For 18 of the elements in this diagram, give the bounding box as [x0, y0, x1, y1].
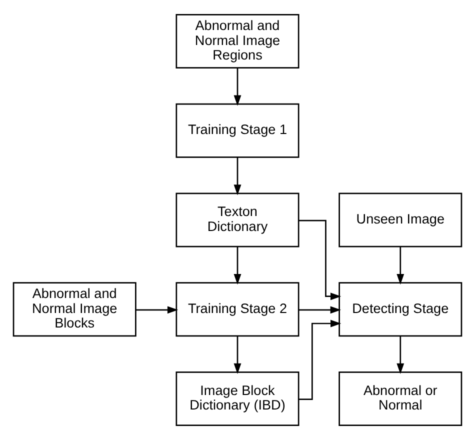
node-box: Unseen Image	[338, 192, 462, 247]
arrow	[135, 306, 178, 314]
node-box: Detecting Stage	[338, 282, 462, 336]
arrow	[233, 336, 241, 374]
arrow	[298, 219, 341, 300]
arrow	[233, 68, 241, 106]
node-box: Abnormal and Normal Image Blocks	[12, 282, 136, 336]
arrow	[298, 306, 340, 314]
node-box: Training Stage 1	[175, 102, 299, 158]
arrow	[233, 246, 241, 284]
arrow	[233, 156, 241, 195]
node-box: Abnormal or Normal	[338, 370, 462, 426]
node-box: Image Block Dictionary (IBD)	[175, 370, 299, 426]
arrow	[396, 246, 404, 284]
arrow	[396, 336, 404, 374]
node-box: Abnormal and Normal Image Regions	[175, 14, 299, 68]
node-box: Texton Dictionary	[175, 192, 299, 247]
node-box: Training Stage 2	[175, 282, 299, 336]
